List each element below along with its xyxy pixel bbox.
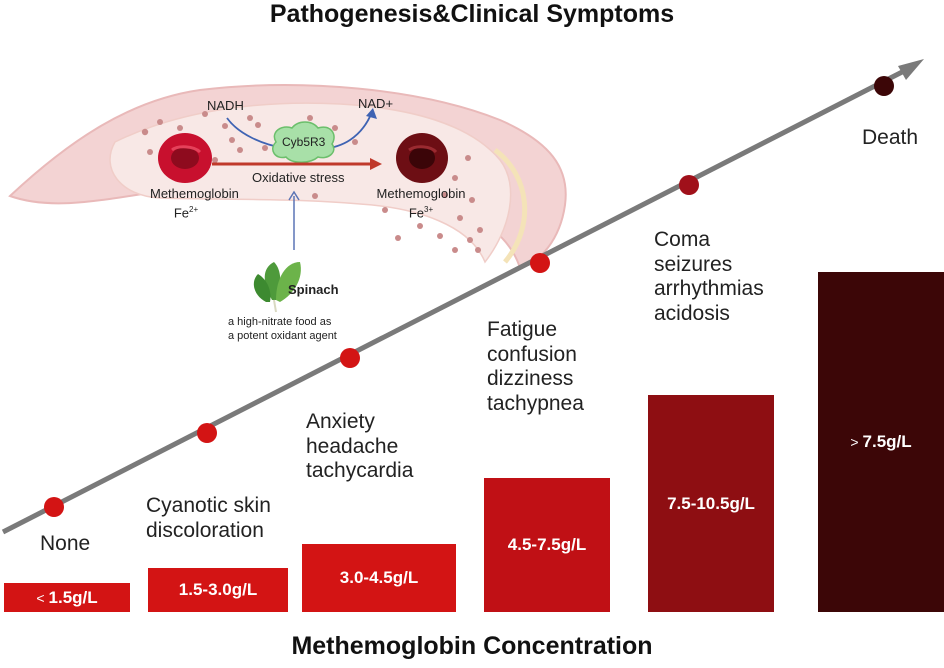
- progression-arrow: [1, 65, 915, 535]
- nadh-label: NADH: [207, 98, 244, 113]
- methemoglobin-left-label: Methemoglobin Fe2+: [150, 186, 239, 221]
- concentration-bar-6: >7.5g/L: [818, 272, 944, 612]
- concentration-bar-5: 7.5-10.5g/L: [648, 395, 774, 612]
- stage-dot-3: [340, 348, 360, 368]
- methemoglobin-right-label: Methemoglobin Fe3+: [376, 186, 466, 221]
- red-blood-cell-icon: [158, 133, 212, 183]
- enzyme-label: Cyb5R3: [282, 135, 326, 149]
- symptoms-stage-6: Death: [862, 126, 919, 149]
- symptoms-stage-1: None: [40, 532, 91, 555]
- concentration-bar-4: 4.5-7.5g/L: [484, 478, 610, 612]
- diagram-title: Pathogenesis&Clinical Symptoms: [269, 0, 675, 28]
- symptoms-stage-4: Fatigue confusion dizziness tachypnea: [487, 318, 584, 415]
- stage-dot-2: [197, 423, 217, 443]
- concentration-bar-2: 1.5-3.0g/L: [148, 568, 288, 612]
- stage-dot-4: [530, 253, 550, 273]
- spinach-label: Spinach: [288, 282, 339, 297]
- symptoms-stage-2: Cyanotic skin discoloration: [146, 494, 271, 542]
- nadh-to-nad-arrow: [226, 111, 373, 152]
- concentration-bar-1: <1.5g/L: [4, 583, 130, 612]
- symptoms-stage-3: Anxiety headache tachycardia: [306, 410, 414, 482]
- oxidative-stress-label: Oxidative stress: [252, 170, 345, 185]
- axis-title: Methemoglobin Concentration: [291, 632, 653, 660]
- symptoms-stage-5: Coma seizures arrhythmias acidosis: [654, 228, 764, 325]
- concentration-bar-3: 3.0-4.5g/L: [302, 544, 456, 612]
- stage-dot-6: [874, 76, 894, 96]
- spinach-note: a high-nitrate food as a potent oxidant …: [228, 316, 337, 342]
- vessel-endothelium: [493, 147, 528, 264]
- spinach-icon: [253, 262, 301, 313]
- stage-dot-1: [44, 497, 64, 517]
- stage-dot-5: [679, 175, 699, 195]
- cyb5r3-enzyme-icon: [272, 121, 335, 163]
- nad-label: NAD+: [358, 96, 394, 111]
- methemoglobin-cell-icon: [396, 133, 448, 183]
